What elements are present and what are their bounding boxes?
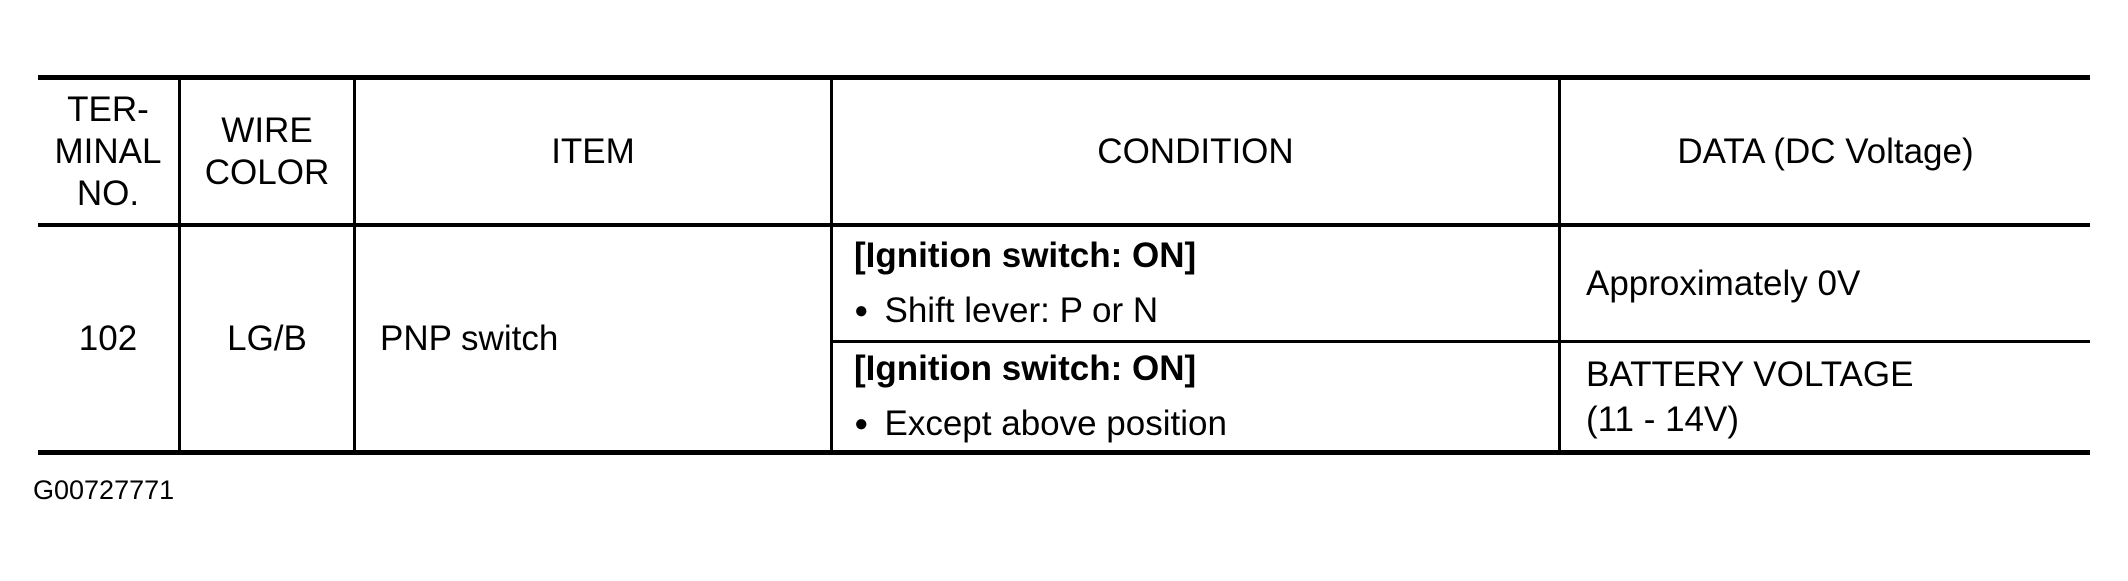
condition-cell-2: [Ignition switch: ON] ● Except above pos… [830,340,1558,450]
column-header-condition: CONDITION [830,80,1558,227]
column-header-data: DATA (DC Voltage) [1558,80,2090,227]
terminal-no-cell: 102 [38,227,178,450]
data-2-value: BATTERY VOLTAGE (11 - 14V) [1586,354,1914,439]
condition-1-ignition-state: [Ignition switch: ON] [854,236,1197,275]
wire-color-value: LG/B [227,318,307,358]
wire-color-cell: LG/B [178,227,353,450]
column-header-wire-color-label: WIRE COLOR [204,110,330,192]
column-header-item-label: ITEM [551,131,635,171]
terminal-no-value: 102 [78,318,138,358]
data-1-value: Approximately 0V [1586,264,1861,303]
condition-2-detail: Except above position [884,404,1227,443]
column-header-item: ITEM [353,80,830,227]
data-cell-1: Approximately 0V [1558,227,2090,340]
column-header-condition-label: CONDITION [1097,131,1294,171]
condition-2-detail-line: ● Except above position [854,405,1558,443]
data-cell-2: BATTERY VOLTAGE (11 - 14V) [1558,340,2090,450]
terminal-data-table: TER- MINAL NO. WIRE COLOR ITEM CONDITION… [38,75,2090,455]
item-cell: PNP switch [353,227,830,450]
column-header-data-label: DATA (DC Voltage) [1677,131,1974,171]
bullet-icon: ● [854,297,869,324]
condition-cell-1: [Ignition switch: ON] ● Shift lever: P o… [830,227,1558,340]
bullet-icon: ● [854,410,869,437]
condition-2-ignition-state: [Ignition switch: ON] [854,349,1197,388]
condition-1-detail-line: ● Shift lever: P or N [854,292,1558,330]
figure-id: G00727771 [33,475,175,505]
column-header-terminal-no-label: TER- MINAL NO. [54,89,162,213]
item-value: PNP switch [380,318,559,358]
condition-1-detail: Shift lever: P or N [884,291,1159,330]
column-header-wire-color: WIRE COLOR [178,80,353,227]
column-header-terminal-no: TER- MINAL NO. [38,80,178,227]
